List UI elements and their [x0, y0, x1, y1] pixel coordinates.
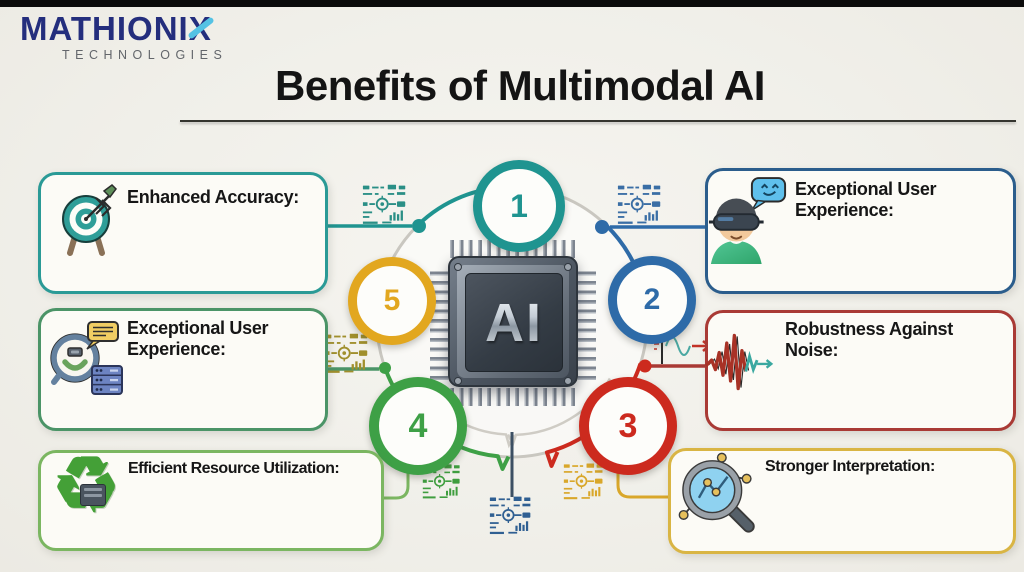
chip-label: AI [485, 292, 543, 353]
brand-name-main: MATHIONI [20, 10, 189, 47]
chip-pins-left [430, 266, 448, 380]
node-number: 4 [408, 406, 428, 445]
magnifier-chart-icon [678, 452, 755, 533]
dashboard-glyph-icon [489, 493, 533, 539]
benefit-label: Efficient Resource Utilization: [128, 460, 340, 477]
recycle-server-icon [80, 484, 106, 506]
dashboard-glyph-icon [362, 180, 408, 230]
page-title: Benefits of Multimodal AI [275, 62, 765, 109]
chip-pins-right [578, 266, 596, 380]
benefit-label: Exceptional User Experience: [795, 179, 937, 221]
chip-inner-panel: AI [465, 273, 563, 372]
vr-user-icon [708, 177, 787, 264]
node-circle-5: 5 [348, 257, 436, 345]
brand-name-accent-x: X [188, 10, 212, 47]
benefit-label: Enhanced Accuracy: [127, 187, 299, 207]
benefit-label: Exceptional User Experience: [127, 318, 269, 360]
user-feedback-magnifier-icon [50, 321, 123, 395]
node-circle-4: 4 [369, 377, 467, 475]
top-border-bar [0, 0, 1024, 7]
chip-pins-bottom [450, 388, 576, 406]
title-divider [180, 120, 1016, 122]
benefit-box-robustness-noise [705, 310, 1016, 431]
benefit-label: Robustness Against Noise: [785, 319, 953, 361]
node-number: 2 [643, 283, 661, 316]
chip-screw [564, 263, 572, 271]
noise-waveform-icon [704, 333, 774, 391]
benefit-label: Stronger Interpretation: [765, 458, 935, 475]
dashboard-glyph-icon [617, 180, 663, 230]
dashboard-glyph-icon [324, 330, 370, 378]
chip-screw [454, 377, 462, 385]
node-number: 1 [510, 187, 528, 224]
dashboard-glyph-icon [563, 460, 605, 504]
brand-tagline: TECHNOLOGIES [62, 48, 228, 62]
node-number: 3 [618, 406, 638, 445]
node-circle-2: 2 [608, 256, 696, 344]
chip-screw [564, 377, 572, 385]
target-arrow-icon [62, 184, 117, 256]
brand-logo: MATHIONIX TECHNOLOGIES [20, 12, 250, 62]
node-circle-3: 3 [579, 377, 677, 475]
chip-screw [454, 263, 462, 271]
node-circle-1: 1 [473, 160, 565, 252]
brand-name: MATHIONIX [20, 12, 250, 45]
node-number: 5 [383, 284, 401, 317]
